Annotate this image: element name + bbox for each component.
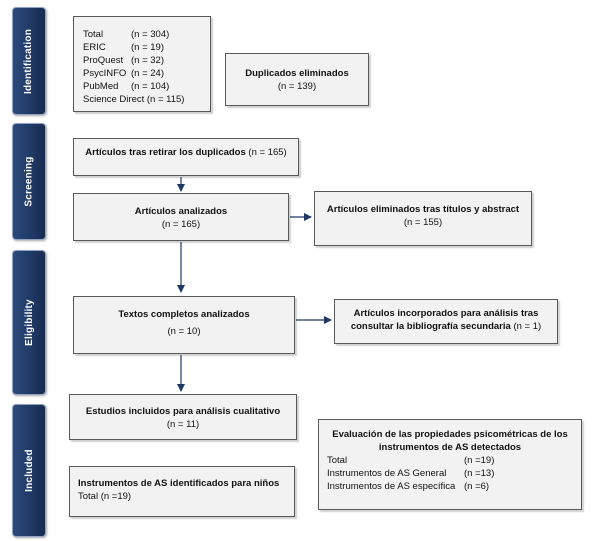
analyzed-box: Artículos analizados (n = 165) — [73, 193, 289, 241]
fulltext-title: Textos completos analizados — [118, 309, 250, 320]
phase-screening: Screening — [12, 123, 46, 240]
duplicates-box: Duplicados eliminados (n = 139) — [225, 53, 369, 106]
incorporated-count: (n = 1) — [513, 321, 542, 332]
analyzed-count: (n = 165) — [161, 219, 201, 230]
fulltext-box: Textos completos analizados (n = 10) — [73, 296, 295, 354]
source-row: ProQuest(n = 32) — [83, 55, 165, 66]
qualitative-box: Estudios incluidos para análisis cualita… — [69, 394, 297, 440]
duplicates-title: Duplicados eliminados — [245, 68, 349, 79]
after-duplicates-title: Artículos tras retirar los duplicados — [85, 147, 246, 158]
evaluation-row: Total(n =19) — [327, 455, 495, 466]
removed-box: Artículos eliminados tras títulos y abst… — [314, 191, 532, 246]
after-duplicates-count: (n = 165) — [248, 147, 287, 158]
phase-eligibility: Eligibility — [12, 250, 46, 395]
source-row: Science Direct (n = 115) — [83, 94, 185, 105]
source-row: PsycINFO(n = 24) — [83, 68, 165, 79]
evaluation-line2: instrumentos de AS detectados — [378, 442, 522, 453]
children-title: Instrumentos de AS identificados para ni… — [78, 478, 280, 489]
evaluation-line1: Evaluación de las propiedades psicométri… — [332, 429, 568, 440]
duplicates-count: (n = 139) — [277, 81, 317, 92]
incorporated-line1: Artículos incorporados para análisis tra… — [353, 308, 539, 319]
children-box: Instrumentos de AS identificados para ni… — [69, 466, 295, 517]
evaluation-row: Instrumentos de AS General(n =13) — [327, 468, 495, 479]
removed-title: Artículos eliminados tras títulos y abst… — [326, 204, 520, 215]
phase-included: Included — [12, 404, 46, 537]
evaluation-row: Instrumentos de AS específica(n =6) — [327, 481, 490, 492]
incorporated-box: Artículos incorporados para análisis tra… — [334, 299, 558, 344]
after-duplicates-box: Artículos tras retirar los duplicados (n… — [73, 138, 299, 176]
source-row: PubMed(n = 104) — [83, 81, 170, 92]
qualitative-title: Estudios incluidos para análisis cualita… — [85, 406, 281, 417]
phase-identification: Identification — [12, 7, 46, 115]
children-total: Total (n =19) — [78, 491, 132, 502]
source-row: ERIC(n = 19) — [83, 42, 165, 53]
fulltext-count: (n = 10) — [167, 326, 201, 337]
sources-box: Total(n = 304) ERIC(n = 19) ProQuest(n =… — [73, 16, 211, 112]
incorporated-line2: consultar la bibliografía secundaria — [350, 321, 511, 332]
evaluation-box: Evaluación de las propiedades psicométri… — [318, 419, 582, 510]
qualitative-count: (n = 11) — [166, 419, 200, 430]
source-row: Total(n = 304) — [83, 29, 170, 40]
analyzed-title: Artículos analizados — [134, 206, 228, 217]
removed-count: (n = 155) — [403, 217, 443, 228]
